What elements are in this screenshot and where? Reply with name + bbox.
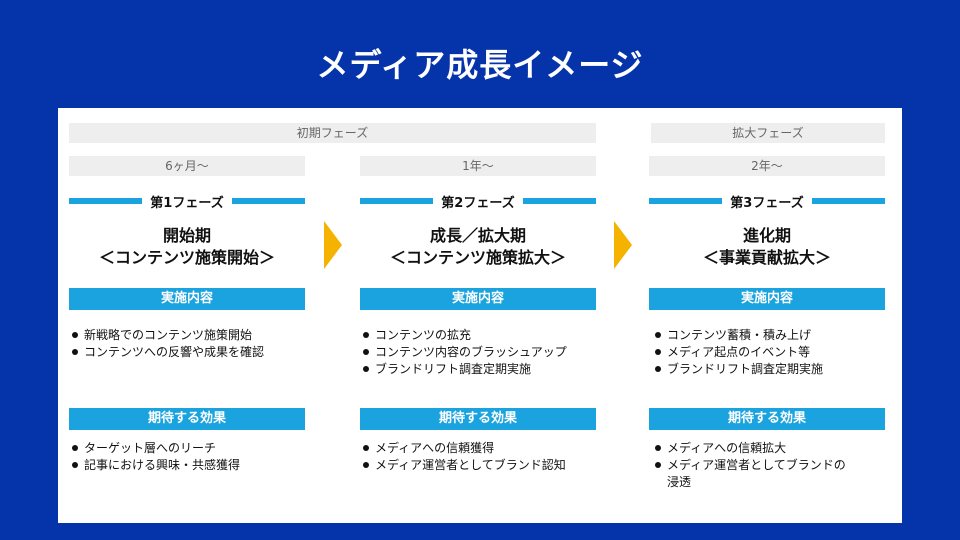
stage-title: 進化期 ＜事業貢献拡大＞ — [649, 225, 885, 269]
content-list: 新戦略でのコンテンツ施策開始 コンテンツへの反響や成果を確認 — [71, 327, 303, 361]
list-item: ターゲット層へのリーチ — [71, 440, 303, 457]
phase-line-right — [811, 198, 885, 204]
content-header: 実施内容 — [360, 288, 596, 310]
list-item: メディア運営者としてブランド認知 — [362, 457, 594, 474]
period-bar: 2年〜 — [649, 156, 885, 176]
list-item: メディアへの信頼拡大 — [654, 440, 854, 457]
content-list: コンテンツの拡充 コンテンツ内容のブラッシュアップ ブランドリフト調査定期実施 — [362, 327, 594, 378]
stage-subtitle: ＜事業貢献拡大＞ — [702, 248, 831, 267]
list-item: コンテンツ内容のブラッシュアップ — [362, 344, 594, 361]
phase-label-text: 第2フェーズ — [441, 195, 515, 211]
content-header: 実施内容 — [69, 288, 305, 310]
expansion-phase-bar: 拡大フェーズ — [651, 123, 885, 143]
stage-name: 進化期 — [742, 226, 791, 245]
phase-label: 第3フェーズ — [649, 193, 885, 211]
period-bar: 6ヶ月〜 — [69, 156, 305, 176]
phase-line-right — [231, 198, 305, 204]
phase-line-left — [360, 198, 434, 204]
list-item: コンテンツ蓄積・積み上げ — [654, 327, 882, 344]
slide-title: メディア成長イメージ — [316, 46, 644, 84]
list-item: ブランドリフト調査定期実施 — [362, 361, 594, 378]
diagram-panel: 初期フェーズ 拡大フェーズ 6ヶ月〜 第1フェーズ 開始期 ＜コンテンツ施策開始… — [58, 108, 902, 523]
phase-line-right — [522, 198, 596, 204]
phase-label: 第1フェーズ — [69, 193, 305, 211]
effect-list: メディアへの信頼獲得 メディア運営者としてブランド認知 — [362, 440, 594, 474]
arrow-right-icon — [614, 221, 632, 269]
list-item: コンテンツの拡充 — [362, 327, 594, 344]
stage-subtitle: ＜コンテンツ施策拡大＞ — [389, 248, 566, 267]
initial-phase-bar: 初期フェーズ — [69, 123, 596, 143]
effect-header: 期待する効果 — [69, 408, 305, 430]
phase-label-text: 第1フェーズ — [150, 195, 224, 211]
list-item: ブランドリフト調査定期実施 — [654, 361, 882, 378]
effect-list: ターゲット層へのリーチ 記事における興味・共感獲得 — [71, 440, 303, 474]
stage-title: 成長／拡大期 ＜コンテンツ施策拡大＞ — [360, 225, 596, 269]
list-item: メディア起点のイベント等 — [654, 344, 882, 361]
stage-subtitle: ＜コンテンツ施策開始＞ — [98, 248, 275, 267]
phase-line-left — [69, 198, 143, 204]
list-item: 記事における興味・共感獲得 — [71, 457, 303, 474]
content-list: コンテンツ蓄積・積み上げ メディア起点のイベント等 ブランドリフト調査定期実施 — [654, 327, 882, 378]
list-item: メディア運営者としてブランドの浸透 — [654, 457, 854, 491]
stage-title: 開始期 ＜コンテンツ施策開始＞ — [69, 225, 305, 269]
content-header: 実施内容 — [649, 288, 885, 310]
effect-header: 期待する効果 — [360, 408, 596, 430]
list-item: 新戦略でのコンテンツ施策開始 — [71, 327, 303, 344]
stage-name: 開始期 — [162, 226, 211, 245]
list-item: コンテンツへの反響や成果を確認 — [71, 344, 303, 361]
effect-header: 期待する効果 — [649, 408, 885, 430]
phase-line-left — [649, 198, 723, 204]
phase-label: 第2フェーズ — [360, 193, 596, 211]
stage-name: 成長／拡大期 — [429, 226, 526, 245]
period-bar: 1年〜 — [360, 156, 596, 176]
phase-label-text: 第3フェーズ — [730, 195, 804, 211]
effect-list: メディアへの信頼拡大 メディア運営者としてブランドの浸透 — [654, 440, 854, 491]
list-item: メディアへの信頼獲得 — [362, 440, 594, 457]
arrow-right-icon — [324, 221, 342, 269]
